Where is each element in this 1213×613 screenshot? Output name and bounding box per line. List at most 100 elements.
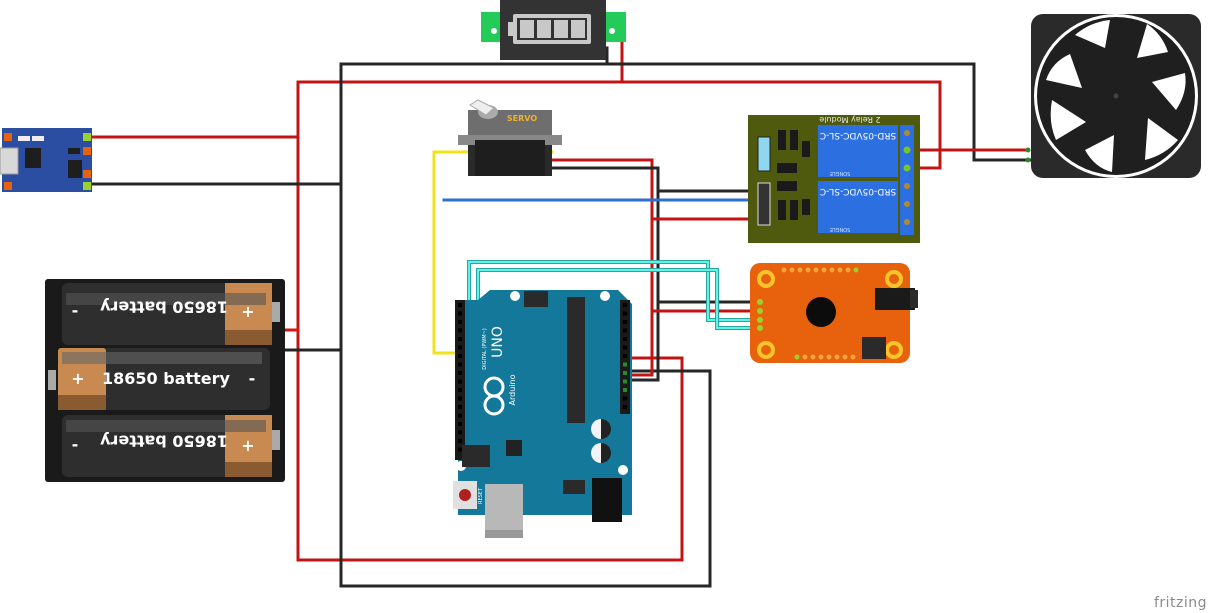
wire-red-indicator[interactable] [605,38,624,84]
voice-top-pin [789,267,795,273]
relay-2-brand: SONGLE [830,226,851,232]
header-pin [623,396,627,401]
digital-pin [458,320,462,324]
digital-pin [458,430,462,435]
header-pin [623,328,627,333]
voice-top-pin [797,267,803,273]
battery-cell-1-minus: - [72,301,79,320]
digital-pin [458,379,462,384]
digital-pin [458,345,462,350]
arduino-digital-label: DIGITAL (PWM~) [482,328,488,370]
header-pin [623,405,627,409]
wire-cyan-tx-inner [477,269,761,329]
usb-port-icon [0,147,19,175]
wire-cyan-rx-inner [468,261,761,326]
header-pin [623,379,627,384]
relay-module: 2 Relay Module SRD-05VDC-SL-C SRD-05VDC-… [748,115,920,243]
dc-fan [1025,14,1201,178]
digital-pin [458,422,462,426]
header-pin [623,362,627,367]
digital-pin [458,371,462,375]
digital-pin [458,447,462,452]
battery-level-icon [508,14,591,44]
digital-pin [458,354,462,358]
reset-button[interactable] [453,481,477,509]
header-pin [623,337,627,341]
header-pin [623,311,627,316]
arduino-logo-icon [483,376,505,416]
voice-module [750,263,918,363]
relay-2-part: SRD-05VDC-SL-C [820,186,896,196]
relay-title: 2 Relay Module [819,115,880,124]
digital-pin [458,439,462,443]
voice-top-pin [853,267,859,273]
voice-top-pin [837,267,843,273]
voice-bottom-pin [794,354,800,360]
header-pin [623,388,627,392]
voice-bottom-pin [826,354,832,360]
battery-indicator [481,0,626,60]
relay-1-part: SRD-05VDC-SL-C [820,130,896,140]
microphone-icon [806,297,836,327]
relay-terminals [903,130,911,225]
battery-cell-1-plus: + [241,302,254,321]
battery-cell-1-label: 18650 battery [99,298,228,317]
voice-top-pin [805,267,811,273]
wire-red-servo[interactable] [550,158,654,377]
voice-top-pin [813,267,819,273]
usb-b-port-icon [485,484,523,538]
digital-pin [458,413,462,418]
battery-cell-2-label: 18650 battery [102,369,231,388]
arduino-model-label: UNO [490,326,506,358]
fritzing-watermark: fritzing [1153,595,1207,611]
voice-bottom-pin [834,354,840,360]
digital-pin [458,405,462,409]
voice-bottom-pin [818,354,824,360]
wire-red-top-bus[interactable] [296,80,942,170]
digital-pin [458,311,462,316]
header-pin [623,303,627,307]
battery-cell-1: 18650 battery + - [62,283,272,345]
voice-bottom-pin [850,354,856,360]
digital-header [458,303,462,452]
digital-pin [458,337,462,341]
arduino-uno: UNO Arduino DIGITAL (PWM~) RESET [453,290,632,538]
wire-black-main-bus[interactable] [339,62,712,588]
voice-top-pins [781,267,859,273]
header-pin [623,320,627,324]
digital-pin [458,362,462,367]
header-pin [623,354,627,358]
battery-holder: 18650 battery + - 18650 battery + - 1865… [45,279,285,482]
battery-cell-3-minus: - [72,435,79,454]
wire-red-main-bus[interactable] [296,80,684,562]
voice-left-pins [757,299,763,331]
power-header [623,303,627,409]
battery-cell-3-plus: + [241,436,254,455]
battery-cell-3: 18650 battery + - [62,415,272,477]
wire-black-top-bus[interactable] [339,62,1032,162]
arduino-brand-label: Arduino [508,374,517,405]
battery-cell-2-minus: - [249,369,256,388]
voice-bottom-pin [802,354,808,360]
battery-cell-2: 18650 battery + - [58,348,270,410]
digital-pin [458,388,462,392]
wire-black-servo[interactable] [550,166,660,382]
voice-top-pin [829,267,835,273]
voice-top-pin [821,267,827,273]
charger-module [0,128,92,192]
voice-bottom-pin [810,354,816,360]
servo-label: SERVO [507,114,537,123]
digital-pin [458,328,462,333]
voice-bottom-pin [842,354,848,360]
servo-motor: SERVO [458,99,562,176]
digital-pin [458,396,462,401]
voice-bottom-pins [794,354,856,360]
voice-top-pin [781,267,787,273]
voice-top-pin [845,267,851,273]
battery-cell-2-plus: + [71,369,84,388]
battery-cell-3-label: 18650 battery [99,432,228,451]
wires [90,38,1032,588]
relay-1-brand: SONGLE [830,170,851,176]
header-pin [623,345,627,350]
